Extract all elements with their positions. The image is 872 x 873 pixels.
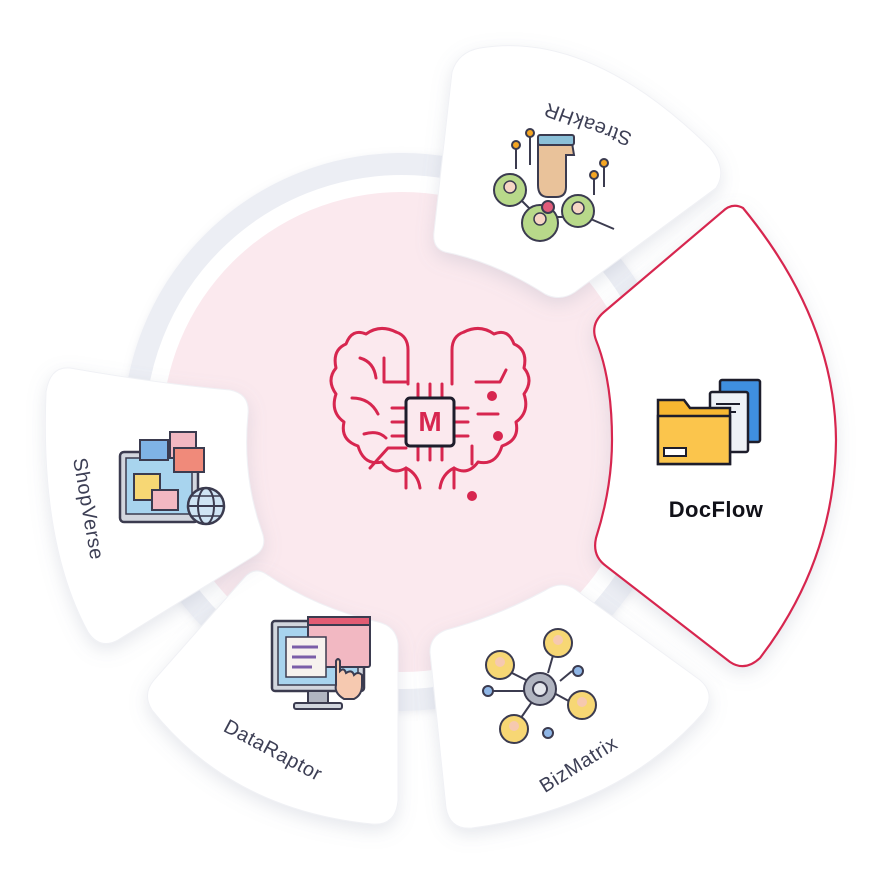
chip-logo-letter: M <box>418 406 441 437</box>
brain-chip-icon <box>329 327 531 490</box>
segment-label-docflow: DocFlow <box>669 497 764 522</box>
store-globe-icon <box>118 431 226 526</box>
monitor-click-icon <box>270 616 371 710</box>
chip-body <box>404 396 456 448</box>
hand-touch-network-icon <box>493 128 615 242</box>
circuit-node <box>493 431 503 441</box>
gear-people-network-icon <box>482 628 597 744</box>
segment-streakhr[interactable] <box>433 45 722 298</box>
inner-circle <box>162 192 642 672</box>
circuit-node <box>467 491 477 501</box>
folder-documents-icon <box>656 378 762 466</box>
circuit-node <box>487 391 497 401</box>
card-streakhr <box>433 45 722 298</box>
